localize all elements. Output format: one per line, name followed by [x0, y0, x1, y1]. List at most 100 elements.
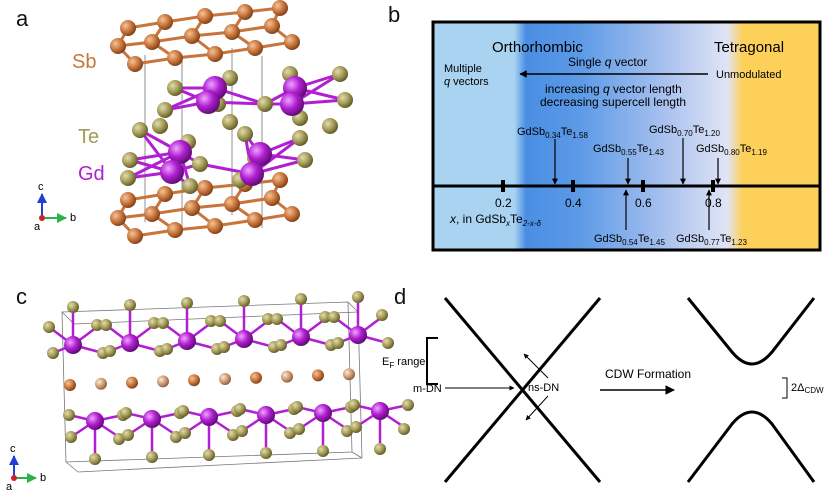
te-atom [122, 152, 138, 168]
te-atom [292, 130, 308, 146]
te-atom [262, 313, 274, 325]
te-atom [350, 421, 362, 433]
te-atom [181, 297, 193, 309]
te-atom [222, 70, 238, 86]
sb-atom [284, 206, 300, 222]
te-atom [43, 321, 55, 333]
te-atom [124, 299, 136, 311]
sb-atom [250, 371, 262, 384]
panel-d: d EF range m-DN ns-DN CDW Formation 2ΔCD… [382, 284, 824, 483]
te-atom [376, 309, 388, 321]
te-atom [341, 425, 353, 437]
sb-atom [197, 180, 213, 196]
tick-label-0.2: 0.2 [495, 196, 512, 210]
sb-atom [264, 190, 280, 206]
te-atom [328, 311, 340, 323]
sb-atom [126, 376, 138, 389]
te-atom [167, 80, 183, 96]
sb-atom [184, 28, 200, 44]
tick-label-0.8: 0.8 [705, 196, 722, 210]
gd-atom [371, 402, 389, 420]
gd-atom [248, 142, 272, 166]
te-atom [157, 102, 173, 118]
te-atom [337, 92, 353, 108]
te-atom [100, 319, 112, 331]
te-atom [352, 291, 364, 303]
sb-atom [144, 34, 160, 50]
arrow-text-2: decreasing supercell length [540, 95, 686, 109]
sb-atom [110, 210, 126, 226]
phase-tetragonal: Tetragonal [714, 39, 784, 56]
gd-atom [235, 330, 253, 348]
te-atom [332, 66, 348, 82]
arrow-text-1: increasing q vector length [545, 82, 682, 96]
sb-atom [272, 172, 288, 188]
sb-atom [281, 370, 293, 383]
te-atom [161, 343, 173, 355]
gapped-upper-band [686, 297, 816, 366]
sb-atom [197, 8, 213, 24]
panel-letter-d: d [394, 284, 406, 309]
te-atom [322, 118, 338, 134]
te-atom [260, 447, 272, 459]
te-atom [319, 311, 331, 323]
te-atom [218, 341, 230, 353]
tick-label-0.6: 0.6 [635, 196, 652, 210]
te-atom [222, 114, 238, 130]
gap-bracket [782, 377, 788, 399]
sb-atom [110, 38, 126, 54]
atoms-a [110, 0, 353, 244]
gd-atom [64, 336, 82, 354]
gd-atom [280, 92, 304, 116]
te-atom [275, 339, 287, 351]
sb-atom [144, 206, 160, 222]
sb-atom [127, 228, 143, 244]
tick-0.2 [501, 180, 505, 192]
cdw-formation-label: CDW Formation [605, 367, 691, 381]
ef-range-label: EF range [382, 356, 425, 370]
te-atom [374, 443, 386, 455]
comp-above-2: GdSb0.55Te1.43 [593, 143, 664, 157]
te-atom [402, 399, 414, 411]
label-sb: Sb [72, 51, 96, 73]
te-atom [177, 405, 189, 417]
gd-atom [121, 334, 139, 352]
te-atom [348, 399, 360, 411]
gd-atom [292, 328, 310, 346]
comp-above-3: GdSb0.70Te1.20 [649, 124, 720, 138]
te-atom [297, 152, 313, 168]
sb-atom [167, 50, 183, 66]
sb-atom [157, 375, 169, 388]
te-atom [132, 122, 148, 138]
te-atom [236, 425, 248, 437]
te-atom [65, 431, 77, 443]
composition-axis-label: x, in GdSbxTe2-x-δ [449, 212, 541, 228]
axes-a: c b a [34, 181, 76, 233]
panel-letter-c: c [16, 284, 27, 309]
gd-atom [86, 412, 104, 430]
te-atom [271, 313, 283, 325]
multiple-label-2: q vectors [444, 76, 489, 88]
sb-atom [184, 200, 200, 216]
sb-atom [64, 379, 76, 391]
axis-b-a: b [70, 212, 76, 224]
sb-atom [157, 14, 173, 30]
te-atom [122, 429, 134, 441]
sb-atom [157, 186, 173, 202]
te-atom [227, 429, 239, 441]
te-atom [67, 301, 79, 313]
te-atom [63, 409, 75, 421]
axis-b-c: b [40, 472, 46, 484]
multiple-label: Multiple [444, 63, 482, 75]
comp-below-2: GdSb0.77Te1.23 [676, 233, 747, 247]
gd-atom [257, 406, 275, 424]
te-atom [182, 178, 198, 194]
dirac-band-2 [443, 297, 602, 483]
te-atom [234, 403, 246, 415]
te-atom [382, 337, 394, 349]
single-q-label: Single q vector [568, 55, 647, 69]
tick-0.8 [711, 180, 715, 192]
te-atom [398, 423, 410, 435]
gd-atom [143, 410, 161, 428]
sb-atom [272, 0, 288, 16]
